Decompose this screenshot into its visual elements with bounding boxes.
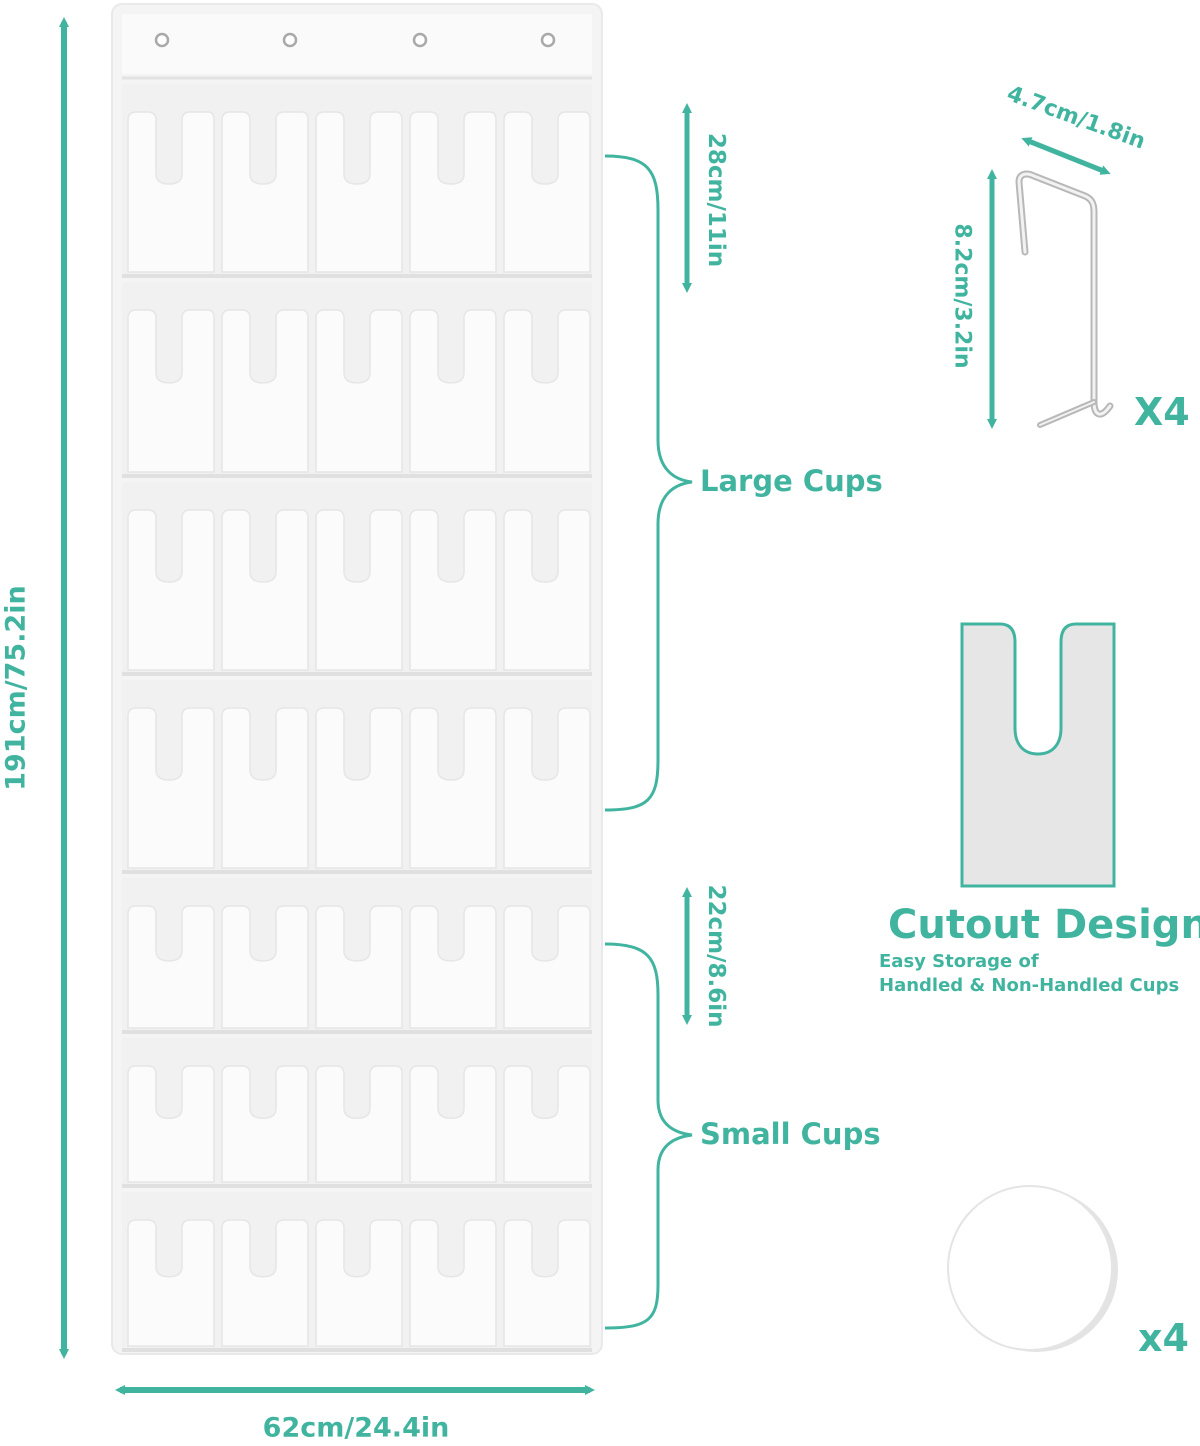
cup-pocket [503, 309, 591, 473]
cutout-pocket-icon [960, 622, 1116, 888]
small-cups-label: Small Cups [700, 1117, 881, 1151]
cup-pocket [503, 509, 591, 671]
pocket-row [122, 680, 592, 874]
cup-pocket [221, 905, 309, 1029]
grommet-row [154, 32, 556, 48]
grommet [282, 32, 298, 48]
cup-pocket [127, 309, 215, 473]
cup-pocket [127, 111, 215, 273]
cup-pocket [315, 509, 403, 671]
cup-pocket [221, 509, 309, 671]
cup-pocket [409, 1219, 497, 1347]
pocket-grid [122, 84, 592, 1352]
pad-quantity: x4 [1138, 1316, 1189, 1360]
cup-pocket [409, 111, 497, 273]
cup-pocket [503, 1219, 591, 1347]
large-cups-brace [604, 154, 693, 812]
hook-width-arrow [1021, 137, 1111, 175]
small-cup-height-label: 22cm/8.6in [703, 884, 729, 1028]
large-cup-height-label: 28cm/11in [703, 132, 729, 268]
pocket-row [122, 482, 592, 676]
over-door-hook-icon [1015, 170, 1114, 428]
cup-pocket [315, 309, 403, 473]
pocket-row [122, 84, 592, 278]
cutout-title: Cutout Design [888, 902, 1200, 948]
cup-pocket [221, 111, 309, 273]
cup-pocket [315, 905, 403, 1029]
cup-pocket [221, 1219, 309, 1347]
hook-quantity: X4 [1134, 390, 1190, 434]
cup-pocket [221, 1065, 309, 1183]
cup-pocket [127, 509, 215, 671]
cup-pocket [503, 111, 591, 273]
grommet [412, 32, 428, 48]
grommet [540, 32, 556, 48]
cup-pocket [315, 1219, 403, 1347]
small-cups-brace [604, 942, 693, 1330]
cup-pocket [409, 1065, 497, 1183]
height-total-label: 191cm/75.2in [0, 585, 32, 791]
large-cups-label: Large Cups [700, 464, 883, 498]
cup-pocket [127, 707, 215, 869]
cup-pocket [315, 707, 403, 869]
cup-pocket [127, 1065, 215, 1183]
cup-pocket [127, 905, 215, 1029]
pocket-row [122, 878, 592, 1034]
cup-pocket [409, 707, 497, 869]
pocket-row [122, 1038, 592, 1188]
cup-pocket [503, 707, 591, 869]
cup-pocket [315, 1065, 403, 1183]
cup-pocket [409, 509, 497, 671]
cup-pocket [315, 111, 403, 273]
pocket-row [122, 282, 592, 478]
hook-height-label: 8.2cm/3.2in [949, 223, 975, 369]
cup-pocket [503, 905, 591, 1029]
adhesive-pad-icon [947, 1185, 1118, 1352]
pocket-row [122, 1192, 592, 1352]
cup-pocket [409, 309, 497, 473]
cup-pocket [221, 309, 309, 473]
cutout-subtitle-line2: Handled & Non-Handled Cups [879, 975, 1180, 996]
cup-pocket [221, 707, 309, 869]
door-organizer [111, 3, 603, 1355]
cup-pocket [127, 1219, 215, 1347]
width-total-label: 62cm/24.4in [262, 1412, 450, 1444]
cup-pocket [409, 905, 497, 1029]
grommet [154, 32, 170, 48]
cup-pocket [503, 1065, 591, 1183]
cutout-subtitle-line1: Easy Storage of [879, 951, 1039, 972]
